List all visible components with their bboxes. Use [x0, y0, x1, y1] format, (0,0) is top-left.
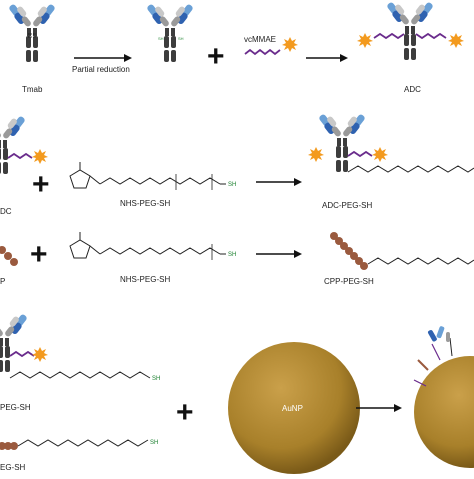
arrow-conjugation [306, 54, 348, 62]
cpp-left-partial [0, 246, 18, 266]
adc-label: ADC [404, 85, 421, 94]
svg-text:SH: SH [178, 36, 184, 41]
sh-label: SH [228, 182, 236, 188]
cpp-peg-sh-left-label: EG-SH [0, 463, 26, 472]
adc-peg-sh-left-label: PEG-SH [0, 403, 31, 412]
nhs-peg-sh-label: NHS-PEG-SH [120, 275, 170, 284]
cpp-peg-sh-label: CPP-PEG-SH [324, 277, 374, 286]
plus-sign: + [176, 396, 194, 429]
arrow-partial-reduction [74, 54, 132, 62]
tmab-antibody [8, 3, 56, 63]
cpp-peg-sh-left [0, 439, 149, 450]
nhs-peg-sh-molecule [69, 162, 226, 190]
adc-peg-sh-label: ADC-PEG-SH [322, 201, 372, 210]
adc-antibody [357, 1, 464, 61]
vcmmae-label: vcMMAE [244, 35, 276, 44]
arrow-row3 [256, 250, 302, 258]
adc-peg-sh-conjugate [308, 113, 474, 173]
nhs-peg-sh-molecule [69, 232, 226, 260]
sh-label-2: SH [150, 440, 158, 446]
aunp-particle [228, 342, 360, 474]
adc-left-partial [0, 115, 48, 174]
arrow-row2 [256, 178, 302, 186]
nhs-peg-sh-label: NHS-PEG-SH [120, 199, 170, 208]
svg-text:SH: SH [158, 36, 164, 41]
partial-reduction-label: Partial reduction [72, 65, 130, 74]
sh-label: SH [228, 252, 236, 258]
adc-left-label: DC [0, 207, 12, 216]
aunp-label: AuNP [282, 404, 303, 413]
cpp-left-label: P [0, 277, 5, 286]
plus-sign: + [207, 40, 225, 73]
arrow-row4 [356, 404, 402, 412]
plus-sign: + [30, 238, 48, 271]
sh-label-1: SH [152, 376, 160, 382]
vcmmae-molecule [244, 37, 298, 56]
adc-peg-sh-left [0, 313, 151, 379]
tmab-label: Tmab [22, 85, 43, 94]
plus-sign: + [32, 168, 50, 201]
functionalized-aunp [413, 326, 474, 468]
cpp-peg-sh-conjugate [330, 232, 474, 270]
reduced-antibody: SH SH [146, 3, 194, 63]
